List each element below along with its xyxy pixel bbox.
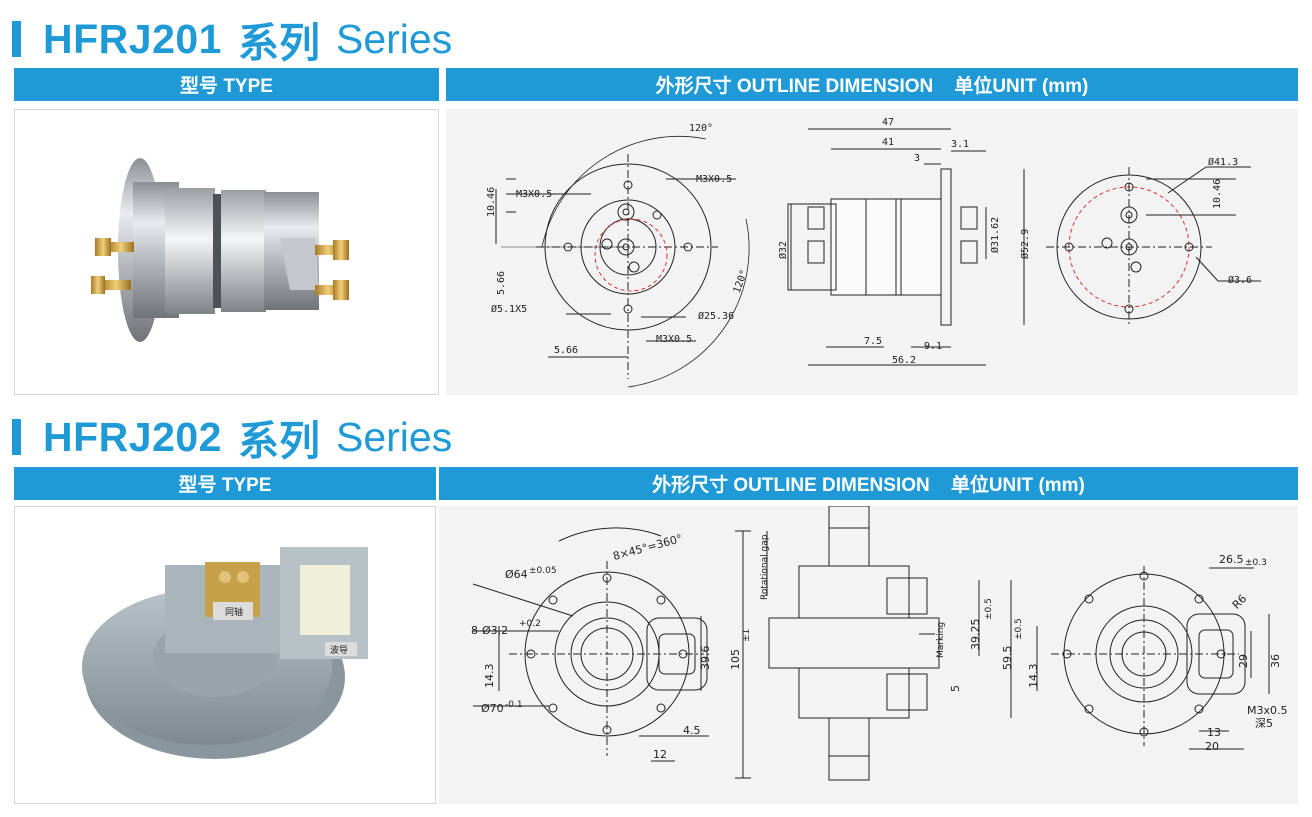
tag-coax: 同轴 (225, 606, 243, 618)
label-41: 41 (882, 137, 894, 148)
tag-waveguide: 波导 (330, 644, 348, 656)
label-phi-5-1: Ø5.1X5 (491, 303, 527, 315)
label-rot-gap: Rotational gap (760, 534, 770, 600)
series-en: Series (335, 413, 453, 460)
label-36: 36 (1269, 654, 1282, 668)
label-5: 5 (949, 685, 962, 692)
label-phi-25-36: Ø25.36 (698, 310, 734, 322)
label-phi-70-tol: -0.1 (505, 700, 523, 710)
series-en: Series (335, 15, 453, 62)
label-26-5: 26.5 (1219, 553, 1244, 566)
label-3: 3 (914, 153, 920, 164)
label-105-tol: ±1 (742, 629, 752, 642)
label-depth: 深5 (1255, 717, 1273, 730)
type-header: 型号 TYPE (14, 467, 436, 500)
model-name: HFRJ201 (43, 15, 222, 62)
label-4-5: 4.5 (683, 724, 701, 737)
label-5-66-h: 5.66 (554, 345, 578, 356)
label-39-25: 39.25 (969, 619, 982, 651)
label-m3-right: M3X0.5 (696, 174, 732, 185)
waveguide-joint-illustration: 同轴 波导 (82, 547, 368, 759)
label-phi-3-6: Ø3.6 (1228, 274, 1252, 286)
outline-header: 外形尺寸 OUTLINE DIMENSION 单位UNIT (mm) (446, 68, 1298, 101)
label-8x45: 8×45°=360° (611, 532, 683, 563)
label-phi-32: Ø32 (777, 241, 789, 259)
label-m3-bottom: M3X0.5 (656, 334, 692, 345)
label-r6: R6 (1230, 592, 1250, 612)
label-12: 12 (653, 748, 667, 761)
outline-header: 外形尺寸 OUTLINE DIMENSION 单位UNIT (mm) (439, 467, 1298, 500)
label-10-46-r: 10.46 (1212, 179, 1223, 209)
label-14-3-r: 14.3 (1027, 664, 1040, 689)
label-holes: 8-Ø3.2 (471, 624, 508, 637)
outline-drawing-hfrj201: M3X0.5 M3X0.5 M3X0.5 120° 120° 10.46 5.6… (446, 109, 1298, 395)
label-phi-52-9: Ø52.9 (1019, 229, 1031, 259)
label-26-5-tol: ±0.3 (1245, 558, 1267, 568)
label-phi-31-62: Ø31.62 (989, 217, 1001, 253)
product-photo-hfrj202: 同轴 波导 (14, 506, 436, 804)
label-marking: Marking (936, 622, 946, 658)
label-39-6: 39.6 (699, 646, 712, 671)
label-13: 13 (1207, 726, 1221, 739)
label-10-46: 10.46 (486, 187, 497, 217)
type-header: 型号 TYPE (14, 68, 439, 101)
label-phi-41-3: Ø41.3 (1208, 156, 1238, 168)
rotary-joint-illustration (91, 158, 349, 342)
model-name: HFRJ202 (43, 413, 222, 460)
series-cn: 系列 (237, 418, 320, 464)
section-title-hfrj202: HFRJ202 系列 Series (12, 412, 453, 464)
label-7-5: 7.5 (864, 336, 882, 347)
technical-drawing-2: 8×45°=360° Ø64 ±0.05 8-Ø3.2 +0.2 14.3 Ø7… (471, 506, 1288, 781)
product-photo-hfrj201 (14, 109, 439, 395)
title-accent-bar (12, 419, 21, 455)
label-phi-64: Ø64 (505, 568, 528, 581)
label-angle-top: 120° (689, 123, 713, 134)
label-105: 105 (729, 649, 742, 670)
label-m3x0-5: M3x0.5 (1247, 704, 1288, 717)
label-59-5: 59.5 (1001, 646, 1014, 671)
label-59-5-tol: ±0.5 (1014, 618, 1024, 640)
label-3-1: 3.1 (951, 139, 969, 150)
label-5-66-v: 5.66 (496, 271, 507, 295)
label-56-2: 56.2 (892, 355, 916, 366)
technical-drawing-1: M3X0.5 M3X0.5 M3X0.5 120° 120° 10.46 5.6… (486, 117, 1261, 388)
label-m3-left: M3X0.5 (516, 189, 552, 200)
label-39-25-tol: ±0.5 (984, 598, 994, 620)
label-phi-64-tol: ±0.05 (529, 566, 557, 576)
label-holes-tol: +0.2 (519, 619, 541, 629)
label-9-1: 9.1 (924, 341, 942, 352)
label-47: 47 (882, 117, 894, 128)
label-angle-right: 120° (732, 268, 751, 294)
title-accent-bar (12, 21, 21, 57)
label-20: 20 (1205, 740, 1219, 753)
label-phi-70: Ø70 (481, 702, 504, 715)
label-29: 29 (1237, 654, 1250, 668)
series-cn: 系列 (237, 20, 320, 66)
section-title-hfrj201: HFRJ201 系列 Series (12, 14, 453, 66)
outline-drawing-hfrj202: 8×45°=360° Ø64 ±0.05 8-Ø3.2 +0.2 14.3 Ø7… (439, 506, 1298, 804)
label-14-3: 14.3 (483, 664, 496, 689)
